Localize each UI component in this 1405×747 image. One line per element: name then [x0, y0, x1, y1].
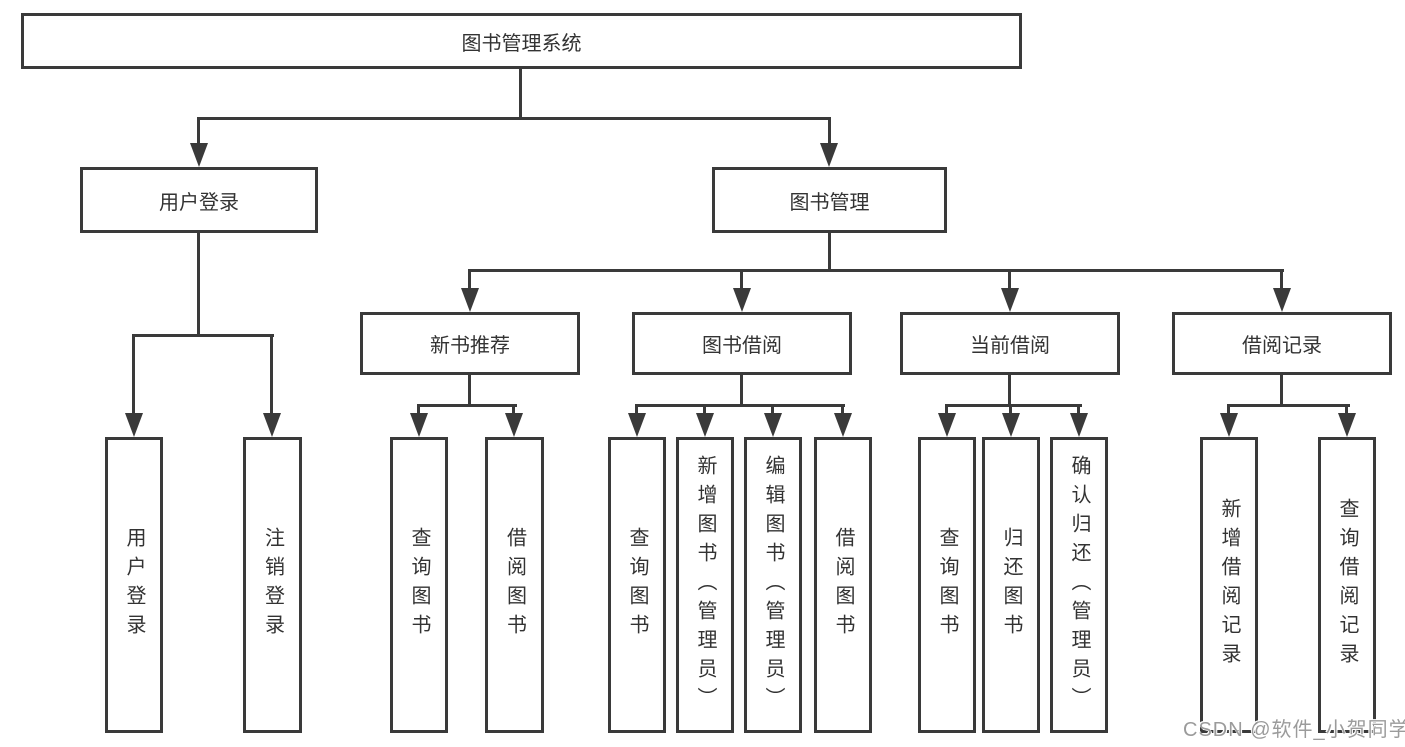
leaf-logout: 注销登录: [243, 437, 302, 733]
connector-user-login-vline: [197, 233, 200, 337]
leaf-query-borrow-record-label: 查询借阅记录: [1336, 498, 1358, 672]
stem: [703, 404, 706, 416]
leaf-logout-label: 注销登录: [261, 527, 284, 643]
leaf-query-books-3: 查询图书: [918, 437, 976, 733]
arrow-down-icon: [1002, 413, 1020, 437]
arrow-down-icon: [263, 413, 281, 437]
leaf-user-login: 用户登录: [105, 437, 163, 733]
connector-root-vline: [519, 68, 522, 119]
stem: [1280, 269, 1283, 291]
stem: [512, 404, 515, 416]
stem: [1077, 404, 1080, 416]
arrow-down-icon: [834, 413, 852, 437]
node-current-borrow: 当前借阅: [900, 312, 1120, 375]
leaf-add-books-admin: 新增图书（管理员）: [676, 437, 734, 733]
node-borrow-records: 借阅记录: [1172, 312, 1392, 375]
connector-root-stem-right: [828, 117, 831, 146]
leaf-borrow-books-2: 借阅图书: [814, 437, 872, 733]
hline: [417, 404, 517, 407]
leaf-edit-books-admin-label: 编辑图书（管理员）: [762, 454, 784, 716]
node-current-borrow-label: 当前借阅: [970, 335, 1050, 357]
leaf-user-login-label: 用户登录: [123, 527, 145, 643]
stem: [1009, 404, 1012, 416]
node-user-login: 用户登录: [80, 167, 318, 233]
leaf-return-books-label: 归还图书: [1000, 527, 1022, 643]
vline: [468, 375, 471, 407]
arrow-down-icon: [1338, 413, 1356, 437]
node-book-management: 图书管理: [712, 167, 947, 233]
arrow-down-icon: [820, 143, 838, 167]
vline: [1008, 375, 1011, 407]
stem: [417, 404, 420, 416]
connector-root-stem-left: [197, 117, 200, 146]
connector-book-management-vline: [828, 233, 831, 272]
stem: [740, 269, 743, 291]
leaf-return-books: 归还图书: [982, 437, 1040, 733]
watermark: CSDN @软件_小贺同学: [1183, 719, 1405, 741]
arrow-down-icon: [1273, 288, 1291, 312]
stem: [841, 404, 844, 416]
node-new-book-recommend: 新书推荐: [360, 312, 580, 375]
arrow-down-icon: [696, 413, 714, 437]
arrow-down-icon: [505, 413, 523, 437]
node-book-borrow-label: 图书借阅: [702, 335, 782, 357]
stem: [945, 404, 948, 416]
leaf-borrow-books-1: 借阅图书: [485, 437, 544, 733]
connector-user-login-hline: [132, 334, 274, 337]
arrow-down-icon: [628, 413, 646, 437]
arrow-down-icon: [733, 288, 751, 312]
node-user-login-label: 用户登录: [159, 191, 239, 214]
arrow-down-icon: [125, 413, 143, 437]
arrow-down-icon: [938, 413, 956, 437]
hline: [1227, 404, 1350, 407]
stem: [1227, 404, 1230, 416]
leaf-add-borrow-record: 新增借阅记录: [1200, 437, 1258, 733]
node-book-borrow: 图书借阅: [632, 312, 852, 375]
node-new-book-recommend-label: 新书推荐: [430, 335, 510, 357]
arrow-down-icon: [1220, 413, 1238, 437]
arrow-down-icon: [764, 413, 782, 437]
stem: [468, 269, 471, 291]
leaf-query-books-1: 查询图书: [390, 437, 448, 733]
arrow-down-icon: [1001, 288, 1019, 312]
node-borrow-records-label: 借阅记录: [1242, 335, 1322, 357]
leaf-borrow-books-1-label: 借阅图书: [503, 527, 526, 643]
stem: [270, 334, 273, 417]
stem: [635, 404, 638, 416]
leaf-edit-books-admin: 编辑图书（管理员）: [744, 437, 802, 733]
hline: [635, 404, 845, 407]
leaf-query-books-2-label: 查询图书: [626, 527, 648, 643]
arrow-down-icon: [410, 413, 428, 437]
leaf-query-books-2: 查询图书: [608, 437, 666, 733]
vline: [740, 375, 743, 407]
node-root-system-label: 图书管理系统: [461, 32, 582, 55]
arrow-down-icon: [461, 288, 479, 312]
leaf-add-borrow-record-label: 新增借阅记录: [1218, 498, 1240, 672]
leaf-confirm-return-admin: 确认归还（管理员）: [1050, 437, 1108, 733]
hline: [945, 404, 1082, 407]
node-book-management-label: 图书管理: [789, 191, 870, 214]
stem: [771, 404, 774, 416]
leaf-confirm-return-admin-label: 确认归还（管理员）: [1068, 454, 1090, 716]
stem: [1008, 269, 1011, 291]
node-root-system: 图书管理系统: [21, 13, 1022, 69]
stem: [132, 334, 135, 417]
connector-root-hline: [197, 117, 831, 120]
leaf-query-books-1-label: 查询图书: [408, 527, 430, 643]
connector-book-management-hline: [468, 269, 1284, 272]
arrow-down-icon: [190, 143, 208, 167]
leaf-borrow-books-2-label: 借阅图书: [832, 527, 854, 643]
leaf-query-borrow-record: 查询借阅记录: [1318, 437, 1376, 733]
stem: [1345, 404, 1348, 416]
arrow-down-icon: [1070, 413, 1088, 437]
vline: [1280, 375, 1283, 407]
leaf-query-books-3-label: 查询图书: [936, 527, 958, 643]
leaf-add-books-admin-label: 新增图书（管理员）: [694, 454, 716, 716]
